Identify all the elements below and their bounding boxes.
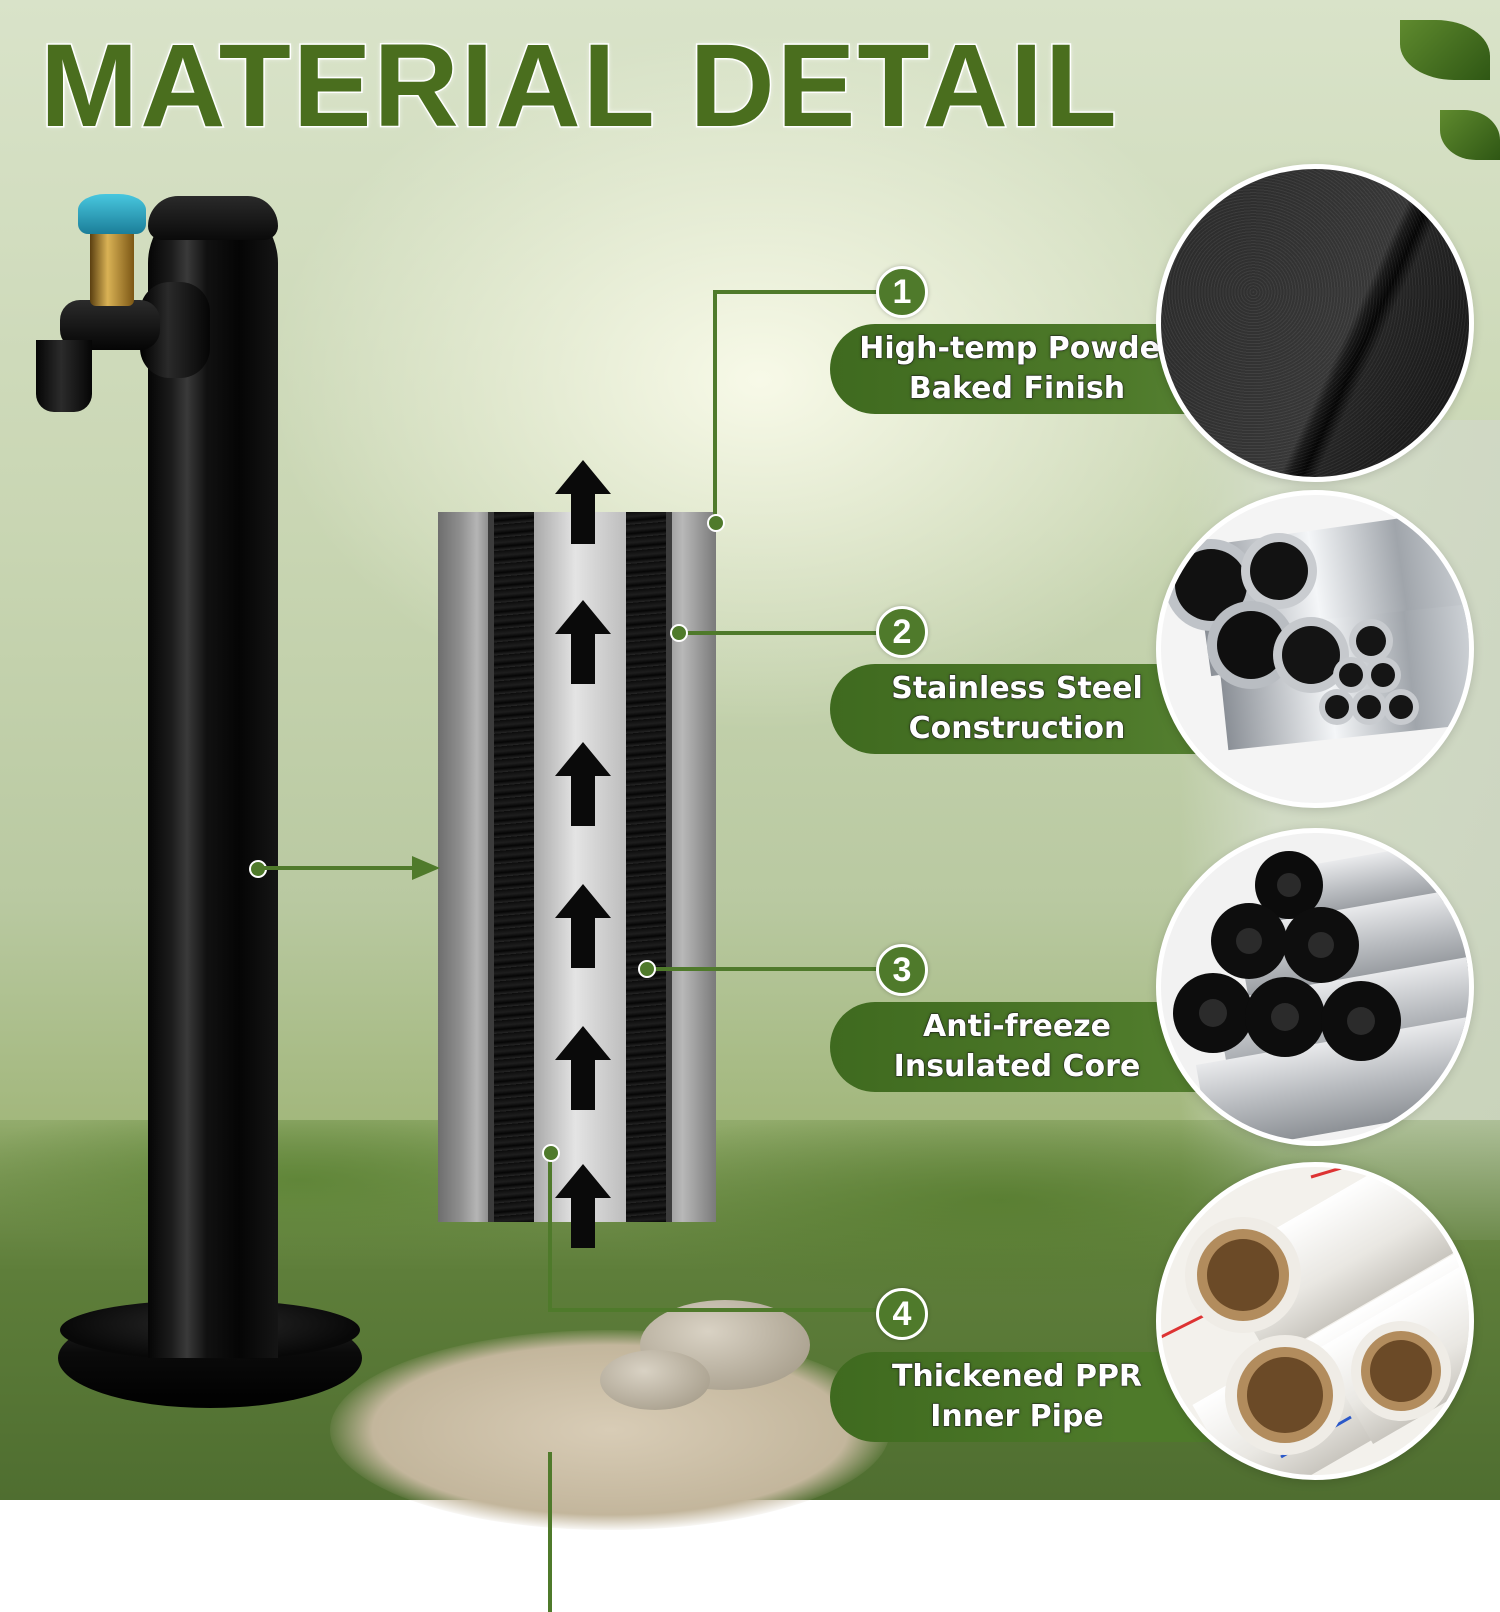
- callout-1-text: High-temp Powder Baked Finish: [859, 331, 1175, 407]
- brass-fitting: [90, 226, 134, 306]
- flow-arrow-icon: [555, 1164, 611, 1248]
- callout-4-dot: [542, 1144, 560, 1162]
- background-path: [330, 1330, 890, 1530]
- flow-arrow-icon: [555, 600, 611, 684]
- callout-3-dot: [638, 960, 656, 978]
- callout-3-number: 3: [876, 944, 928, 996]
- callout-4-line: [548, 1308, 878, 1312]
- callout-2-text: Stainless Steel Construction: [891, 671, 1144, 747]
- pointer-arrow-icon: [412, 856, 440, 880]
- foam-insulation-icon: [1156, 828, 1474, 1146]
- callout-3-text: Anti-freeze Insulated Core: [893, 1009, 1141, 1085]
- shell-ring: [666, 512, 672, 1222]
- steel-tubes-icon: [1156, 490, 1474, 808]
- callout-2-number: 2: [876, 606, 928, 658]
- pointer-line: [260, 866, 420, 870]
- callout-3-line: [648, 967, 880, 971]
- page-title: MATERIAL DETAIL: [39, 19, 1119, 154]
- callout-4-text: Thickened PPR Inner Pipe: [891, 1359, 1143, 1435]
- foam-layer-left: [494, 512, 534, 1222]
- callout-1-line: [713, 290, 717, 522]
- flow-arrow-icon: [555, 460, 611, 544]
- callout-1-number: 1: [876, 266, 928, 318]
- post-pole: [148, 198, 278, 1358]
- flow-arrow-icon: [555, 1026, 611, 1110]
- faucet-spout: [36, 340, 92, 412]
- callout-4-number: 4: [876, 1288, 928, 1340]
- faucet-handle-icon: [78, 194, 146, 234]
- ppr-pipes-icon: [1156, 1162, 1474, 1480]
- callout-2-line: [680, 631, 880, 635]
- callout-4-line: [548, 1152, 552, 1312]
- callout-2-dot: [670, 624, 688, 642]
- foam-layer-right: [626, 512, 666, 1222]
- callout-1-line: [713, 290, 883, 294]
- post-cap: [148, 196, 278, 240]
- powder-coat-texture-icon: [1156, 164, 1474, 482]
- shell-ring: [488, 512, 494, 1222]
- callout-1-dot: [707, 514, 725, 532]
- flow-arrow-icon: [555, 884, 611, 968]
- background-rock: [600, 1350, 710, 1410]
- callout-4-line: [548, 1452, 552, 1612]
- flow-arrow-icon: [555, 742, 611, 826]
